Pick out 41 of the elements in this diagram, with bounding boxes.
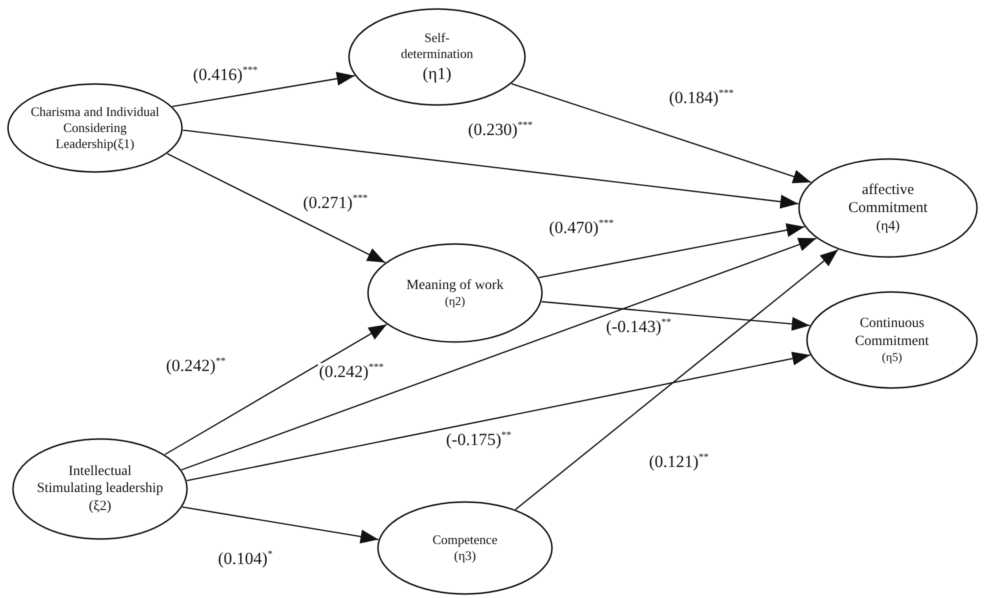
path-arrow xyxy=(538,223,805,278)
variable-symbol: (η5) xyxy=(882,350,902,365)
latent-variable-ellipse xyxy=(806,291,978,389)
latent-variable-ellipse xyxy=(7,83,183,173)
latent-variable-ellipse xyxy=(12,438,188,540)
path-coefficient: (0.230)$^{***}$ xyxy=(467,121,534,140)
variable-name: Competence xyxy=(432,532,498,548)
variable-symbol: (η1) xyxy=(422,62,452,84)
variable-symbol: (η3) xyxy=(454,548,476,564)
path-arrow xyxy=(182,506,379,544)
path-coefficient: (0.242)$^{***}$ xyxy=(318,363,385,382)
latent-variable-ellipse xyxy=(377,501,553,595)
path-coefficient: (0.242)$^{**}$ xyxy=(165,357,227,376)
variable-name: Charisma and Individual Considering Leadership(ξ1) xyxy=(30,104,160,152)
path-coefficient: (0.104)$^{*}$ xyxy=(217,550,274,569)
path-coefficient: (-0.143)$^{**}$ xyxy=(605,318,672,337)
path-coefficient: (-0.175)$^{**}$ xyxy=(445,431,512,450)
path-arrow xyxy=(167,153,386,264)
path-arrow xyxy=(515,249,838,510)
path-arrow xyxy=(172,72,355,108)
path-coefficient: (0.416)$^{***}$ xyxy=(192,66,259,85)
variable-symbol: (η2) xyxy=(444,294,466,310)
path-arrow xyxy=(182,129,798,209)
path-arrow xyxy=(511,83,812,184)
latent-variable-ellipse xyxy=(798,158,978,258)
variable-name: Meaning of work xyxy=(406,276,504,294)
variable-name: Continuous Commitment xyxy=(854,315,930,350)
path-coefficient: (0.121)$^{**}$ xyxy=(648,453,710,472)
path-coefficient: (0.271)$^{***}$ xyxy=(302,194,369,213)
variable-name: affective Commitment xyxy=(847,180,929,218)
path-arrow xyxy=(186,352,810,482)
path-arrow xyxy=(181,238,817,470)
variable-name: Self-determination xyxy=(400,30,474,63)
latent-variable-ellipse xyxy=(367,243,543,343)
variable-name: Intellectual Stimulating leadership (ξ2) xyxy=(36,462,164,516)
path-arrow xyxy=(164,324,388,456)
path-coefficient: (0.470)$^{***}$ xyxy=(548,219,615,238)
path-coefficient: (0.184)$^{***}$ xyxy=(668,89,735,108)
variable-symbol: (η4) xyxy=(876,218,900,236)
path-arrow xyxy=(542,301,810,331)
latent-variable-ellipse xyxy=(348,8,526,106)
